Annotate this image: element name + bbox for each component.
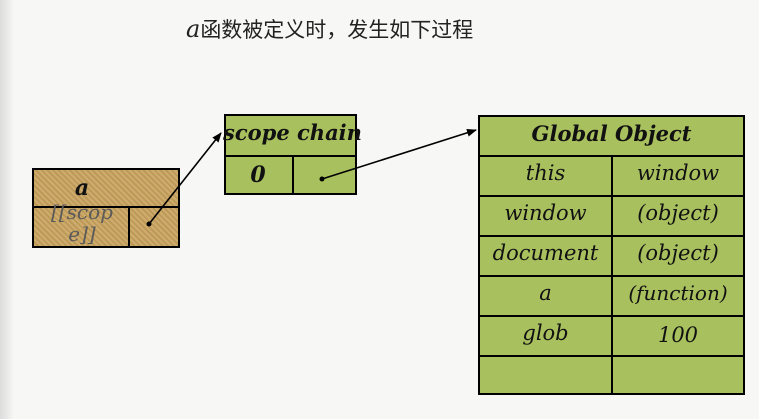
row-key-glob: glob (522, 321, 569, 345)
scope-chain-title: scope chain (223, 120, 362, 145)
table-column-divider (611, 155, 613, 393)
function-a-cell-divider (128, 206, 130, 246)
row-key-window: window (504, 201, 587, 225)
function-a-box: a [[scop e]] (32, 168, 180, 248)
scope-label-line1: [[scop (51, 200, 113, 224)
global-object-table: Global Object this window window (object… (478, 115, 745, 395)
scope-label-line2: e]] (68, 222, 96, 246)
page-title: a函数被定义时，发生如下过程 (186, 14, 473, 44)
scope-chain-cell-divider (292, 155, 294, 193)
row-value-document: (object) (637, 241, 719, 265)
row-value-this: window (636, 161, 720, 185)
row-key-document: document (492, 241, 599, 265)
row-key-this: this (525, 161, 566, 185)
scope-chain-index: 0 (250, 162, 266, 188)
function-a-divider (34, 206, 178, 208)
row-value-a: (function) (628, 281, 728, 305)
scope-chain-divider (226, 155, 355, 157)
row-key-a: a (539, 281, 552, 305)
title-text: 函数被定义时，发生如下过程 (200, 18, 474, 42)
slide-edge-shadow (0, 0, 14, 419)
row-value-window: (object) (637, 201, 719, 225)
row-value-glob: 100 (657, 323, 699, 347)
scope-chain-box: scope chain 0 (223, 114, 362, 195)
function-a-name: a (74, 175, 90, 201)
arrow-scope-chain-to-global-object (319, 128, 477, 182)
global-object-title: Global Object (531, 121, 692, 146)
title-lead: a (186, 15, 201, 43)
arrow-scope-to-scope-chain (146, 132, 222, 227)
